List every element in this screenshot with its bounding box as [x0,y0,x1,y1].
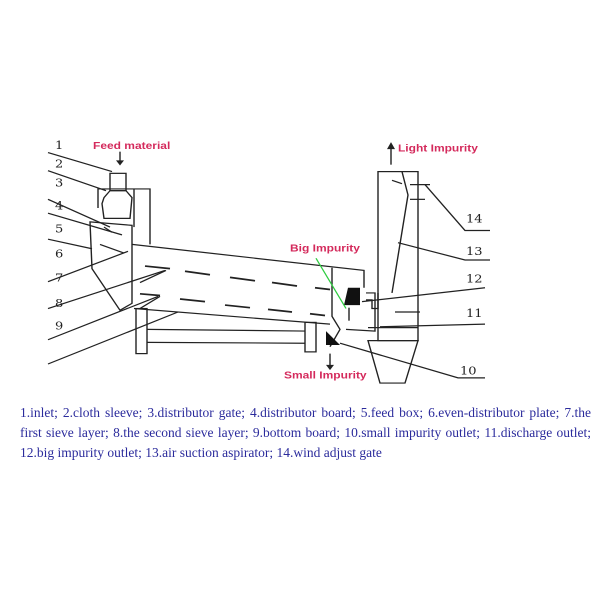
light-impurity-label: Light Impurity [398,143,479,154]
callout-5: 5 [55,222,63,235]
sieve-body [131,243,376,355]
callout-4: 4 [55,200,64,213]
callout-14: 14 [466,213,483,226]
callout-12: 12 [466,272,483,285]
callout-8: 8 [55,297,63,310]
big-impurity-label: Big Impurity [290,243,361,254]
parts-legend: 1.inlet; 2.cloth sleeve; 3.distributor g… [20,405,591,460]
callout-11: 11 [466,307,483,320]
callout-6: 6 [55,247,63,260]
callout-13: 13 [466,245,483,258]
aspirator-column [366,170,430,384]
callout-9: 9 [55,319,63,332]
left-callouts: 1 2 3 4 5 6 7 8 9 [47,139,179,365]
big-impurity-pointer [315,258,347,309]
callout-2: 2 [55,157,63,170]
callout-3: 3 [55,176,63,189]
small-impurity-label: Small Impurity [284,370,367,381]
feed-material-label: Feed material [93,141,170,152]
right-callouts: 14 13 12 11 10 [339,184,490,379]
callout-10: 10 [460,364,477,377]
machine-diagram: 1 2 3 4 5 6 7 8 9 Feed material [47,139,490,384]
inlet-assembly [89,172,151,312]
callout-7: 7 [55,271,63,284]
callout-1: 1 [55,139,63,152]
